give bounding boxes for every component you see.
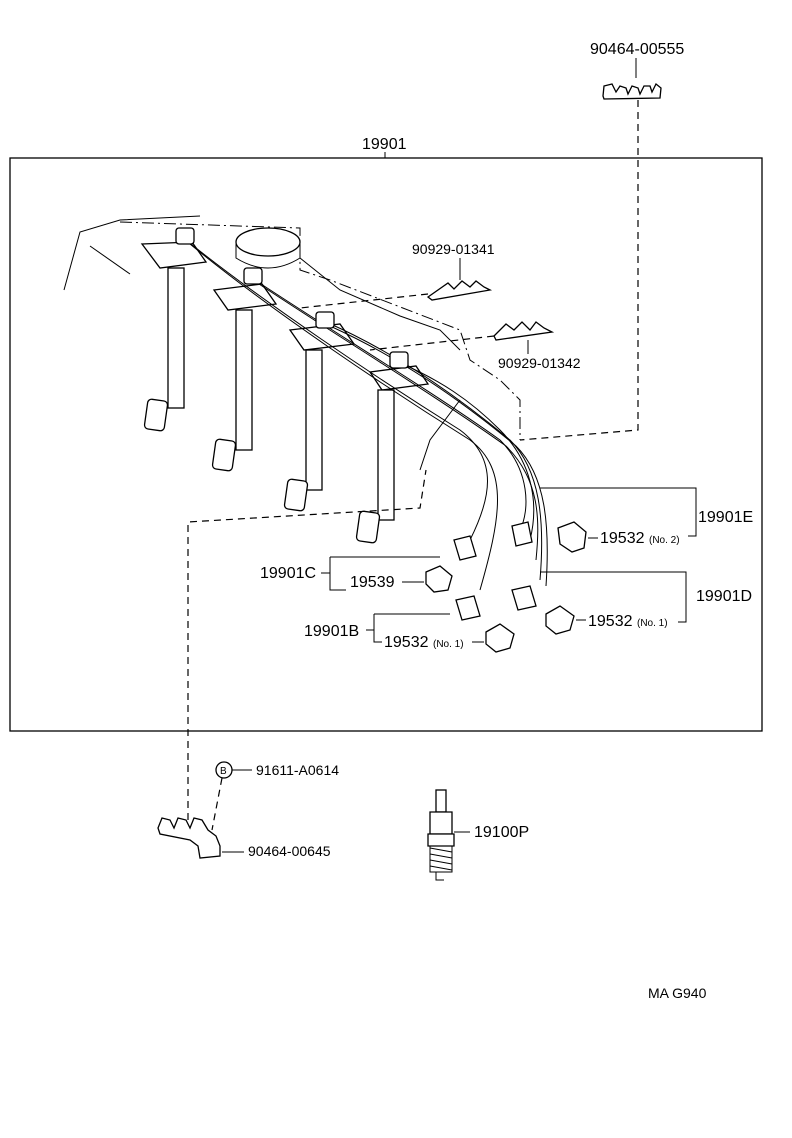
label-90929-01341: 90929-01341: [412, 241, 495, 257]
cord-e-wire-a: [251, 277, 527, 531]
bracket-19901c: [321, 556, 440, 591]
cord-b-wire: [185, 239, 488, 541]
label-19901b: 19901B: [304, 623, 359, 640]
callout-19901e[interactable]: 19901E 19532 (No. 2): [540, 487, 753, 553]
cord-d-end: [511, 585, 537, 611]
label-90929-01342: 90929-01342: [498, 355, 581, 371]
boot-19539-icon: [425, 565, 453, 593]
clamp-90929-01341[interactable]: 90929-01341: [299, 241, 495, 309]
leader-clamp-01341-dashed: [299, 293, 429, 309]
coil-2-tube: [235, 309, 253, 451]
label-91611-a0614: 91611-A0614: [256, 762, 339, 778]
head-rib: [89, 245, 131, 275]
coil-3-tube: [305, 349, 323, 491]
cord-head-2: [243, 267, 263, 285]
coil-4-boot: [355, 510, 381, 544]
bracket-19901b: [366, 613, 450, 643]
bracket-19901e: [540, 487, 697, 537]
plug-electrode: [435, 872, 444, 881]
clamp-90464-00645[interactable]: 90464-00645: [157, 817, 331, 859]
bracket-19901d: [540, 571, 687, 623]
label-19532-b-suffix: (No. 1): [433, 639, 464, 650]
oil-cap-body: [235, 242, 301, 269]
label-90464-00555: 90464-00555: [590, 41, 684, 58]
callout-19901b[interactable]: 19901B 19532 (No. 1): [304, 613, 515, 653]
coil-4-tube: [377, 389, 395, 521]
plug-thread: [429, 847, 453, 871]
coil-tubes: [140, 241, 430, 544]
cord-head-1: [175, 227, 195, 245]
clamp-01342-icon: [493, 321, 555, 341]
label-19532-d-suffix: (No. 1): [637, 618, 668, 629]
coil-2-boot: [211, 438, 237, 472]
coil-1-bracket: [140, 241, 208, 269]
diagram-code: MA G940: [648, 985, 707, 1001]
leader-clamp-bottom-dashed: [187, 469, 427, 820]
coil-1-tube: [167, 267, 185, 409]
leader-clamp-top-dashed: [519, 100, 639, 441]
cord-e-wire-b: [329, 325, 548, 587]
bolt-91611-a0614[interactable]: B 91611-A0614: [211, 761, 339, 831]
coil-3-boot: [283, 478, 309, 512]
boot-no2-icon: [557, 521, 587, 553]
leader-clamp-01342-dashed: [369, 335, 495, 351]
spark-plug-19100p[interactable]: 19100P: [427, 789, 529, 881]
head-outline-dashdot: [119, 221, 521, 440]
plug-insulator: [429, 811, 453, 835]
label-19901c: 19901C: [260, 565, 316, 582]
clamp-90929-01342[interactable]: 90929-01342: [369, 321, 581, 371]
label-19532-d: 19532: [588, 613, 633, 630]
clamp-01341-icon: [426, 280, 493, 301]
cord-head-4: [389, 351, 409, 369]
oil-cap: [235, 227, 301, 257]
callout-19901d[interactable]: 19901D 19532 (No. 1): [540, 571, 752, 635]
plug-hex: [427, 833, 455, 847]
label-19100p: 19100P: [474, 824, 529, 841]
boot-d-icon: [545, 605, 575, 635]
label-19532-b: 19532: [384, 634, 429, 651]
cord-bundle: [175, 227, 548, 621]
cord-c-end: [453, 535, 477, 561]
clamp-top-icon: [602, 82, 662, 100]
bolt-marker-letter: B: [220, 766, 227, 777]
boot-b-icon: [485, 623, 515, 653]
head-edge: [299, 257, 461, 351]
callout-19901c[interactable]: 19901C 19539: [260, 556, 453, 593]
bolt-dashed-leader: [211, 777, 223, 831]
cord-e-end: [511, 521, 533, 547]
engine-head: [63, 215, 521, 471]
cord-c-wire: [189, 243, 498, 591]
plug-terminal: [435, 789, 447, 813]
label-90464-00645: 90464-00645: [248, 843, 331, 859]
label-19532-no2-suffix: (No. 2): [649, 535, 680, 546]
cord-wire-4: [397, 361, 535, 541]
cord-head-3: [315, 311, 335, 329]
cord-set-frame: [9, 157, 763, 732]
clamp-90464-00555[interactable]: 90464-00555: [519, 41, 684, 441]
plug-body: [429, 845, 453, 873]
label-19901: 19901: [362, 136, 407, 153]
cord-b-end: [455, 595, 481, 621]
head-lower-edge: [419, 399, 461, 471]
clamp-bottom-icon: [157, 817, 221, 859]
head-outline-left: [63, 215, 201, 291]
label-19901d: 19901D: [696, 588, 752, 605]
label-19532-no2: 19532: [600, 530, 645, 547]
label-19901e: 19901E: [698, 509, 753, 526]
coil-1-boot: [143, 398, 169, 432]
label-19539: 19539: [350, 574, 395, 591]
